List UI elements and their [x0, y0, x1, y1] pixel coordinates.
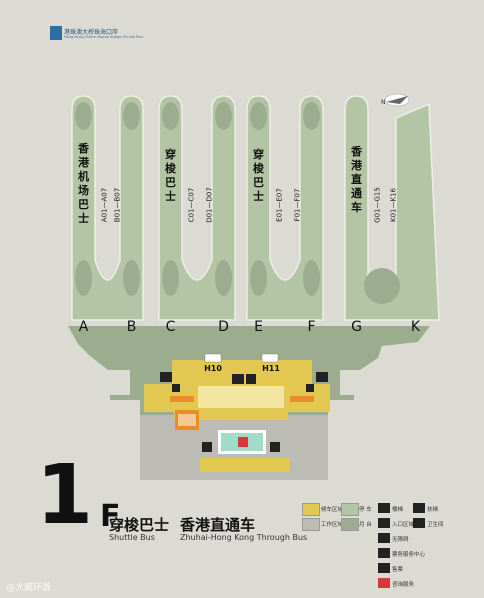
entrance-icon	[378, 518, 390, 528]
h10-door	[204, 353, 222, 363]
lane-name-c: 穿梭巴士	[165, 147, 177, 203]
lane-pair-a	[71, 95, 144, 321]
escalator-left	[170, 396, 194, 402]
gate-f: F	[307, 319, 315, 335]
bus-icon	[178, 414, 196, 426]
lane-swatch	[341, 503, 359, 516]
lane-pair-c	[158, 95, 236, 321]
lane-name-a: 香港机场巴士	[77, 141, 90, 225]
north-label: N	[381, 99, 386, 106]
legend-accessible: 无障碍	[392, 537, 409, 543]
zone-through-bus-subtitle: Zhuhai-Hong Kong Through Bus	[180, 533, 308, 542]
stairs-icon-right	[306, 384, 314, 392]
legend-entrance: 入口区域	[392, 522, 415, 528]
lane-range-f: F01—F07	[294, 189, 302, 222]
legend-stairs: 楼梯	[392, 507, 404, 513]
escalator-icon	[413, 503, 425, 513]
hall-label-h11: H11	[262, 364, 280, 373]
watermark: @大威环游	[6, 583, 52, 593]
compass-icon: N	[381, 93, 410, 107]
service-logo-icon	[238, 437, 248, 447]
lane-range-c: C01—C07	[188, 188, 196, 223]
h11-door	[261, 353, 279, 363]
gate-c: C	[166, 319, 176, 335]
port-logo-icon	[50, 26, 62, 40]
lane-name-e: 穿梭巴士	[253, 147, 265, 203]
lane-range-a: A01—A07	[101, 188, 109, 222]
legend-ticket: 售票	[392, 567, 404, 573]
escalator-right	[290, 396, 314, 402]
floor-number: 1	[36, 448, 93, 543]
lane-pair-g	[344, 95, 440, 321]
legend-office: 工作区域	[321, 522, 344, 528]
svg-text:香港直通车: 香港直通车	[350, 144, 363, 214]
info-icon	[378, 578, 390, 588]
lane-range-k: K01—K16	[390, 187, 398, 222]
legend-info: 咨询服务	[392, 582, 415, 588]
lane-name-g: 香港直通车	[350, 144, 363, 214]
terminal-building	[140, 353, 330, 480]
service-icon	[378, 548, 390, 558]
svg-text:穿梭巴士: 穿梭巴士	[165, 147, 177, 203]
stairs-icon	[378, 503, 390, 513]
hall-core	[198, 386, 284, 408]
platform-swatch	[341, 518, 359, 531]
header-title: 港珠澳大桥珠海口岸	[64, 29, 119, 36]
bus-lanes	[71, 95, 440, 321]
office-swatch	[302, 518, 320, 531]
exit-corridor	[200, 458, 290, 472]
ticket-icon	[378, 563, 390, 573]
waiting-area-swatch	[302, 503, 320, 516]
accessible-icon	[246, 374, 256, 384]
lane-range-e: E01—E07	[276, 188, 284, 222]
restroom-icon-left	[202, 442, 212, 452]
legend-escalator: 扶梯	[427, 507, 439, 513]
header-subtitle: Hong Kong-Zhuhai-Macao Bridge Zhuhai Por…	[64, 35, 143, 39]
legend-parking: 停 车	[359, 507, 372, 513]
gate-e: E	[254, 319, 263, 335]
lane-range-b: B01—B07	[114, 188, 122, 222]
svg-text:穿梭巴士: 穿梭巴士	[253, 147, 265, 203]
stairs-icon-left	[172, 384, 180, 392]
svg-text:香港机场巴士: 香港机场巴士	[77, 141, 90, 225]
restroom-icon-right	[270, 442, 280, 452]
gate-a: A	[79, 319, 89, 335]
floor-suffix: F	[100, 499, 121, 534]
accessible-icon	[378, 533, 390, 543]
escalator-icon-left	[160, 372, 172, 382]
legend-service: 票务服务中心	[392, 552, 426, 558]
gate-d: D	[218, 319, 229, 335]
legend-restroom: 卫生间	[427, 522, 444, 528]
gate-k: K	[411, 319, 421, 335]
info-icon	[232, 374, 244, 384]
map-labels: H10 H11 A B C D E F G K A01—A07 香港机场巴士 B01—B07 C01—…	[77, 141, 421, 373]
legend-waiting: 候车区域	[321, 507, 344, 513]
lane-range-d: D01—D07	[206, 187, 214, 223]
gate-b: B	[127, 319, 137, 335]
zone-through-bus-title: 香港直通车	[180, 516, 256, 534]
lane-range-g: G01—G15	[374, 187, 382, 223]
zone-shuttle-title: 穿梭巴士	[109, 516, 170, 534]
legend-platform: 月 台	[359, 522, 372, 528]
escalator-icon-right	[316, 372, 328, 382]
lane-pair-e	[246, 95, 324, 321]
gate-g: G	[351, 319, 362, 335]
zone-shuttle-subtitle: Shuttle Bus	[109, 533, 155, 542]
hall-label-h10: H10	[204, 364, 222, 373]
restroom-icon	[413, 518, 425, 528]
